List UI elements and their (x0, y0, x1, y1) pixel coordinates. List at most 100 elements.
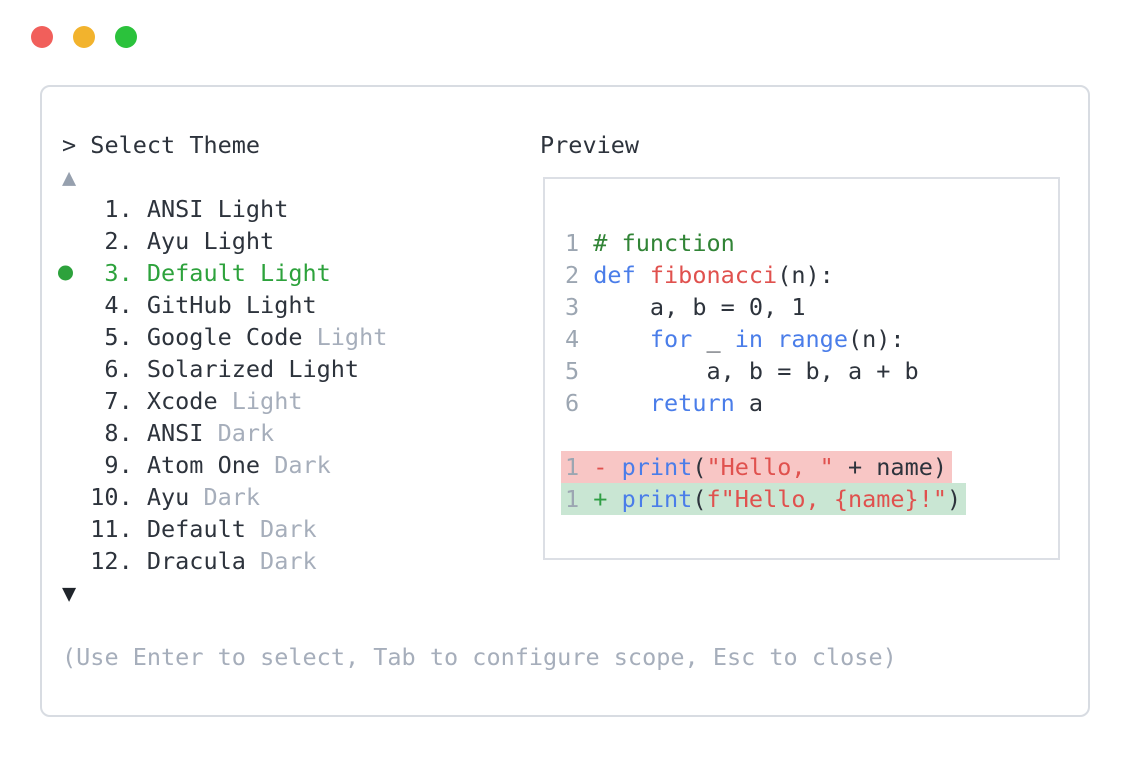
theme-name: Atom One (146, 451, 261, 479)
theme-name: ANSI (146, 419, 204, 447)
code-token: fibonacci (649, 261, 778, 289)
code-token: for (649, 325, 693, 353)
code-token: print (621, 485, 693, 513)
theme-number: 9. (104, 451, 133, 479)
line-number: 3 (565, 293, 580, 321)
theme-number: 5. (104, 323, 133, 351)
code-token: ( (692, 453, 707, 481)
code-text: 1# function (565, 227, 735, 259)
diff-removed-line: 1- print("Hello, " + name) (561, 451, 953, 483)
code-line: 6 return a (565, 387, 1058, 419)
theme-item[interactable]: 8. ANSI Dark (62, 417, 387, 449)
theme-name: GitHub Light (146, 291, 317, 319)
theme-item[interactable]: 1. ANSI Light (62, 193, 387, 225)
code-line: 4 for _ in range(n): (565, 323, 1058, 355)
line-number: 6 (565, 389, 580, 417)
code-token: + name) (833, 453, 948, 481)
theme-number: 11. (90, 515, 133, 543)
maximize-button[interactable] (115, 26, 137, 48)
code-token: + (593, 485, 622, 513)
code-token: a (734, 389, 764, 417)
theme-name: Google Code (146, 323, 303, 351)
preview-label: Preview (540, 131, 640, 159)
code-token: - (593, 453, 622, 481)
theme-variant: Light (316, 323, 388, 351)
code-token: return (649, 389, 735, 417)
theme-number: 10. (90, 483, 133, 511)
prompt-line: > Select Theme (62, 131, 261, 159)
theme-item[interactable]: 4.GitHub Light (62, 289, 387, 321)
code-token: ( (692, 485, 707, 513)
theme-variant: Dark (203, 483, 261, 511)
theme-name: Default (146, 515, 246, 543)
selected-indicator (58, 257, 90, 289)
line-number: 1 (565, 229, 580, 257)
code-token: ) (947, 485, 962, 513)
marker-spacer (62, 481, 90, 513)
theme-number: 8. (104, 419, 133, 447)
marker-spacer (62, 353, 90, 385)
code-text (565, 419, 593, 451)
code-text: 2 def fibonacci(n): (565, 259, 834, 291)
code-token: a, b = 0, 1 (593, 293, 806, 321)
theme-item[interactable]: 3.Default Light (58, 257, 387, 289)
marker-spacer (62, 385, 90, 417)
theme-name: Ayu Light (146, 227, 275, 255)
theme-number: 7. (104, 387, 133, 415)
theme-item[interactable]: 9. Atom One Dark (62, 449, 387, 481)
code-line: 1- print("Hello, " + name) (561, 451, 1058, 483)
theme-item[interactable]: 10. Ayu Dark (62, 481, 387, 513)
code-line: 2 def fibonacci(n): (565, 259, 1058, 291)
window-controls (31, 26, 137, 48)
code-line: 1# function (565, 227, 1058, 259)
code-token: f"Hello, {name}!" (706, 485, 948, 513)
marker-spacer (62, 545, 90, 577)
theme-number: 1. (104, 195, 133, 223)
marker-spacer (62, 193, 90, 225)
marker-spacer (62, 321, 90, 353)
marker-spacer (62, 417, 90, 449)
code-token: a, b = b, a + b (593, 357, 919, 385)
marker-spacer (62, 449, 90, 481)
code-token: (n): (777, 261, 834, 289)
line-number: 4 (565, 325, 580, 353)
line-number: 1 (565, 485, 580, 513)
minimize-button[interactable] (73, 26, 95, 48)
scroll-up-indicator[interactable]: ▲ (62, 163, 77, 191)
code-line: 1 + print(f"Hello, {name}!") (561, 483, 1058, 515)
code-token: range (777, 325, 848, 353)
code-token (593, 389, 650, 417)
line-number: 1 (565, 453, 580, 481)
code-token: print (621, 453, 693, 481)
theme-item[interactable]: 5. Google Code Light (62, 321, 387, 353)
theme-item[interactable]: 7. Xcode Light (62, 385, 387, 417)
close-button[interactable] (31, 26, 53, 48)
theme-name: ANSI Light (146, 195, 289, 223)
theme-item[interactable]: 2.Ayu Light (62, 225, 387, 257)
theme-variant: Dark (217, 419, 275, 447)
theme-variant: Light (231, 387, 303, 415)
theme-item[interactable]: 6.Solarized Light (62, 353, 387, 385)
theme-name: Default Light (146, 259, 331, 287)
marker-spacer (62, 289, 90, 321)
theme-name: Xcode (146, 387, 218, 415)
marker-spacer (62, 225, 90, 257)
theme-name: Dracula (146, 547, 246, 575)
code-token (763, 325, 777, 353)
code-text: 4 for _ in range(n): (565, 323, 905, 355)
theme-name: Ayu (146, 483, 190, 511)
code-text: 6 return a (565, 387, 763, 419)
marker-spacer (62, 513, 90, 545)
scroll-down-indicator[interactable]: ▼ (62, 579, 77, 607)
code-token: "Hello, " (706, 453, 834, 481)
code-token: def (593, 261, 650, 289)
code-token (593, 325, 650, 353)
line-number: 2 (565, 261, 580, 289)
code-token: _ (692, 325, 735, 353)
theme-variant: Dark (274, 451, 331, 479)
